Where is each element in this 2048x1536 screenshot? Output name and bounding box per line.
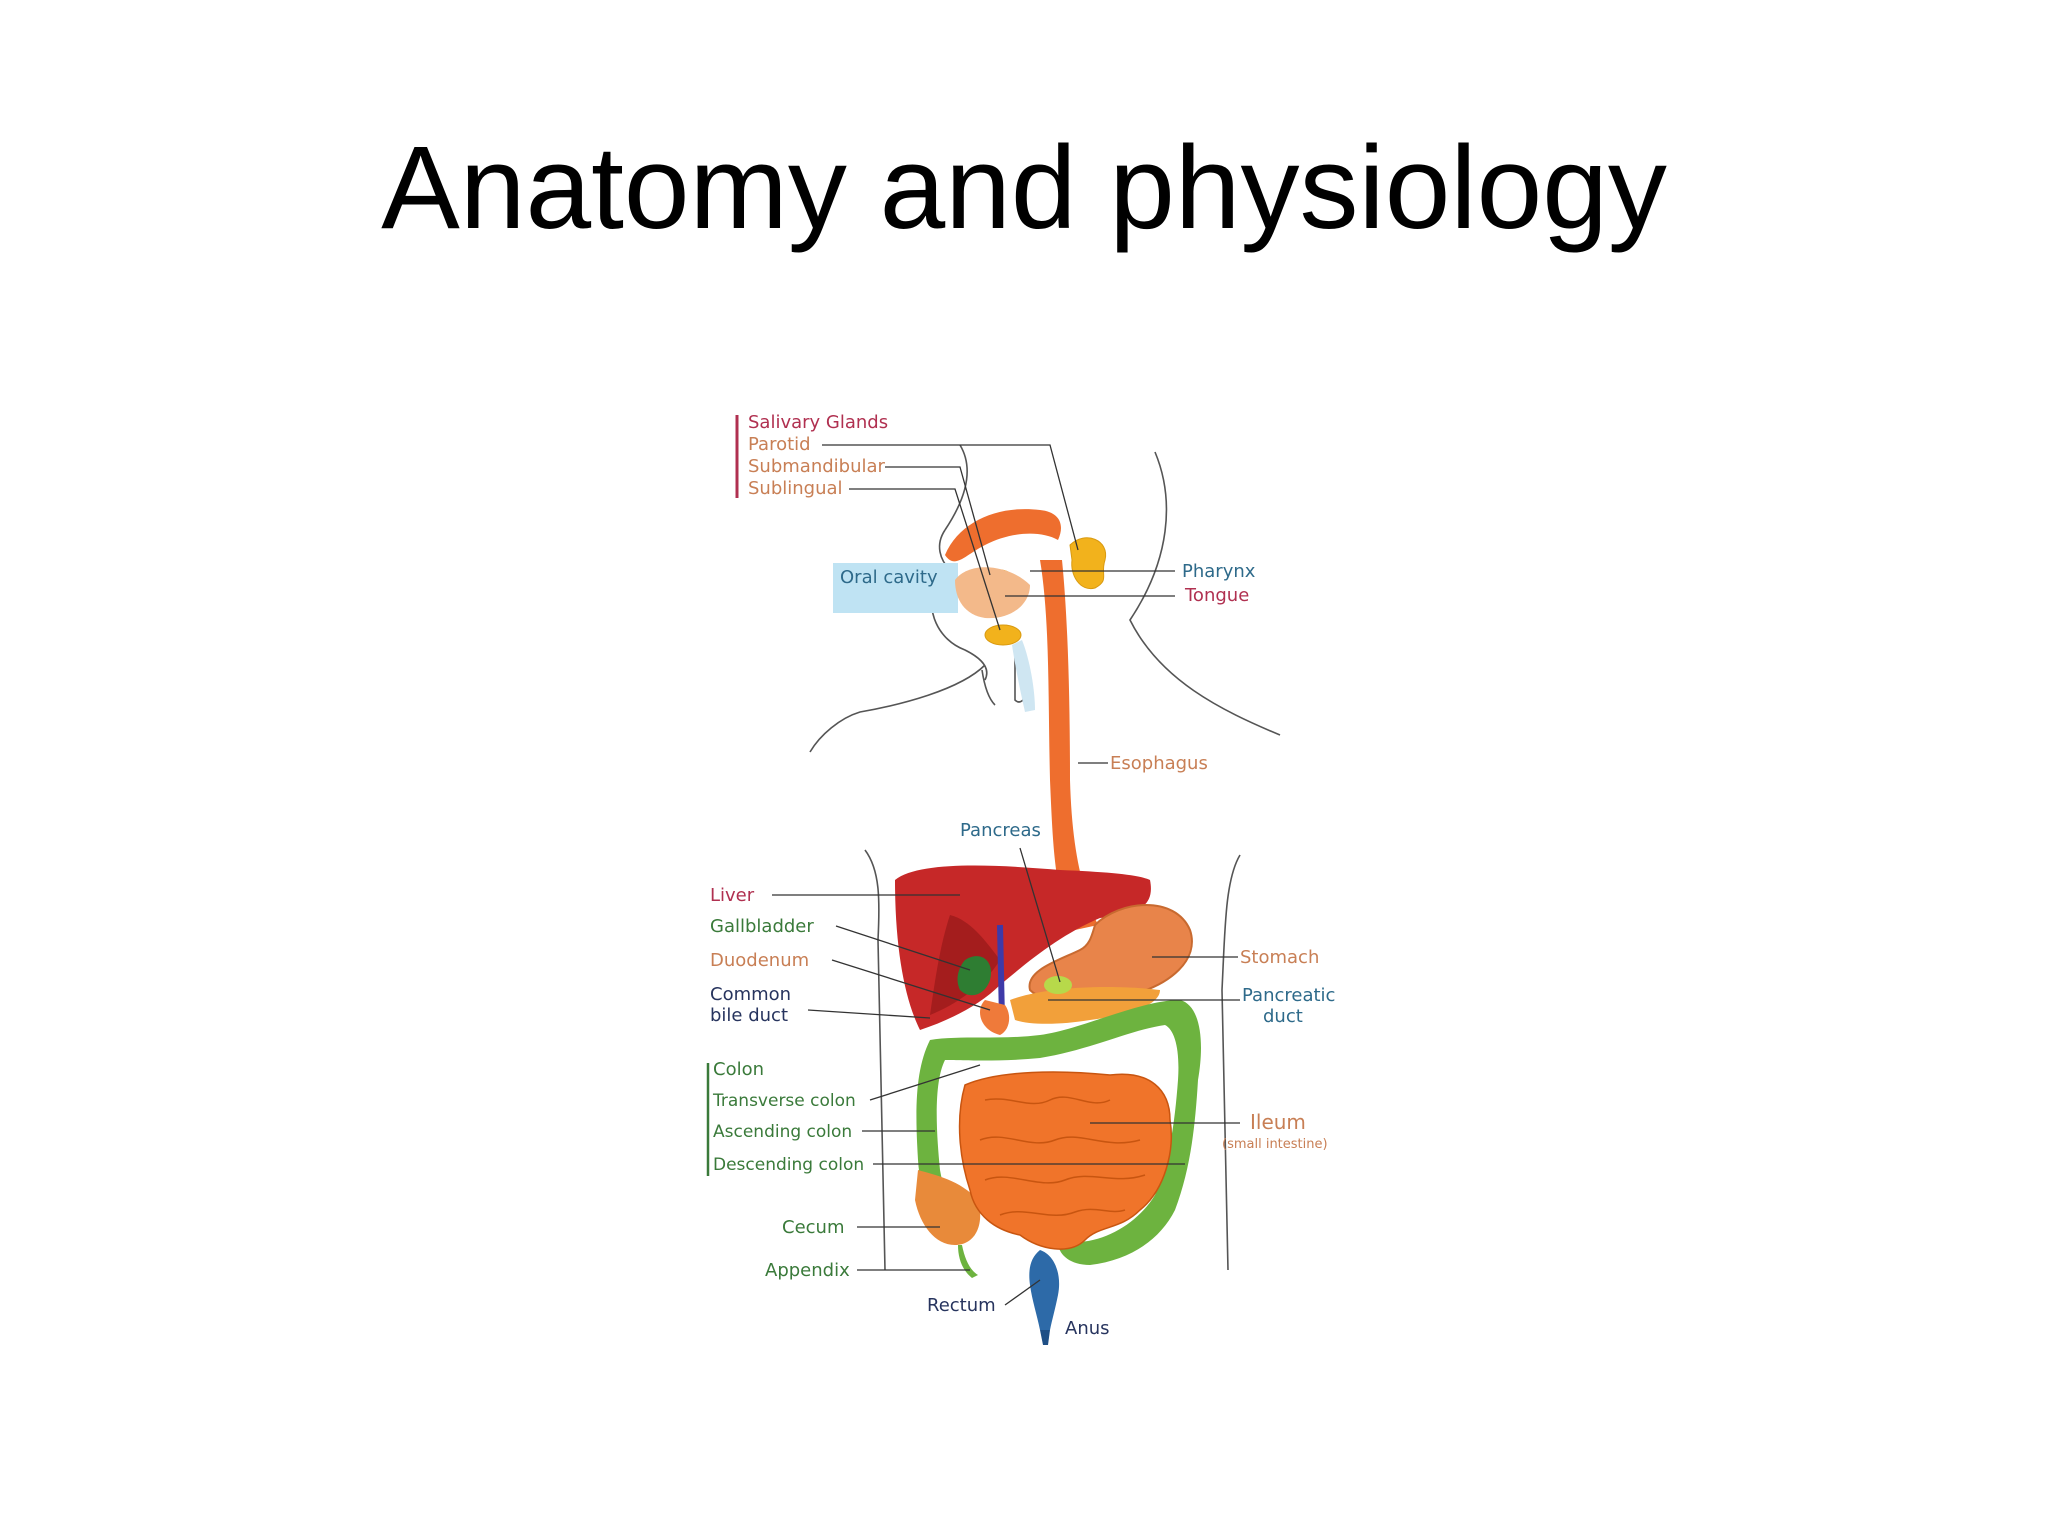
label-stomach: Stomach xyxy=(1240,947,1319,968)
colon-shape xyxy=(916,1000,1201,1265)
label-pancreas: Pancreas xyxy=(960,820,1041,841)
label-rectum: Rectum xyxy=(927,1295,996,1316)
label-submandibular: Submandibular xyxy=(748,456,886,477)
label-oral-cavity: Oral cavity xyxy=(840,567,938,588)
cecum-shape xyxy=(915,1170,981,1245)
label-ascending-colon: Ascending colon xyxy=(713,1122,852,1142)
label-pancreatic-duct-line2: duct xyxy=(1263,1006,1303,1027)
anus-shape xyxy=(1040,1330,1050,1345)
label-parotid: Parotid xyxy=(748,434,811,455)
label-small-intestine: (small intestine) xyxy=(1222,1137,1328,1152)
label-liver: Liver xyxy=(710,885,755,906)
label-pharynx: Pharynx xyxy=(1182,561,1256,582)
label-cecum: Cecum xyxy=(782,1217,844,1238)
label-esophagus: Esophagus xyxy=(1110,753,1208,774)
pancreas-head xyxy=(1044,976,1072,994)
label-common-bile-duct-line2: bile duct xyxy=(710,1005,788,1026)
label-anus: Anus xyxy=(1065,1318,1110,1339)
appendix-shape xyxy=(958,1245,978,1278)
label-ileum: Ileum xyxy=(1250,1110,1306,1134)
small-intestine-shape xyxy=(958,1071,1172,1250)
label-transverse-colon: Transverse colon xyxy=(712,1091,856,1111)
esophagus-shape xyxy=(1040,560,1098,930)
label-appendix: Appendix xyxy=(765,1260,850,1281)
label-colon: Colon xyxy=(713,1059,764,1080)
trachea-shape xyxy=(1012,640,1035,712)
rectum-shape xyxy=(1029,1250,1060,1330)
gallbladder-shape xyxy=(957,956,991,996)
label-gallbladder: Gallbladder xyxy=(710,916,814,937)
pancreas-shape xyxy=(1010,987,1160,1024)
leader-lines xyxy=(772,444,1240,1306)
label-tongue: Tongue xyxy=(1184,585,1249,606)
label-pancreatic-duct-line1: Pancreatic xyxy=(1242,985,1335,1006)
tongue-shape xyxy=(955,567,1030,619)
label-sublingual: Sublingual xyxy=(748,478,843,499)
slide-title: Anatomy and physiology xyxy=(381,122,1667,254)
duodenum-shape xyxy=(980,1000,1010,1035)
oral-cavity-box xyxy=(833,563,958,613)
label-duodenum: Duodenum xyxy=(710,950,809,971)
label-salivary-glands: Salivary Glands xyxy=(748,412,888,433)
nasal-cavity-shape xyxy=(945,509,1061,562)
label-common-bile-duct-line1: Common xyxy=(710,984,791,1005)
label-descending-colon: Descending colon xyxy=(713,1155,864,1175)
